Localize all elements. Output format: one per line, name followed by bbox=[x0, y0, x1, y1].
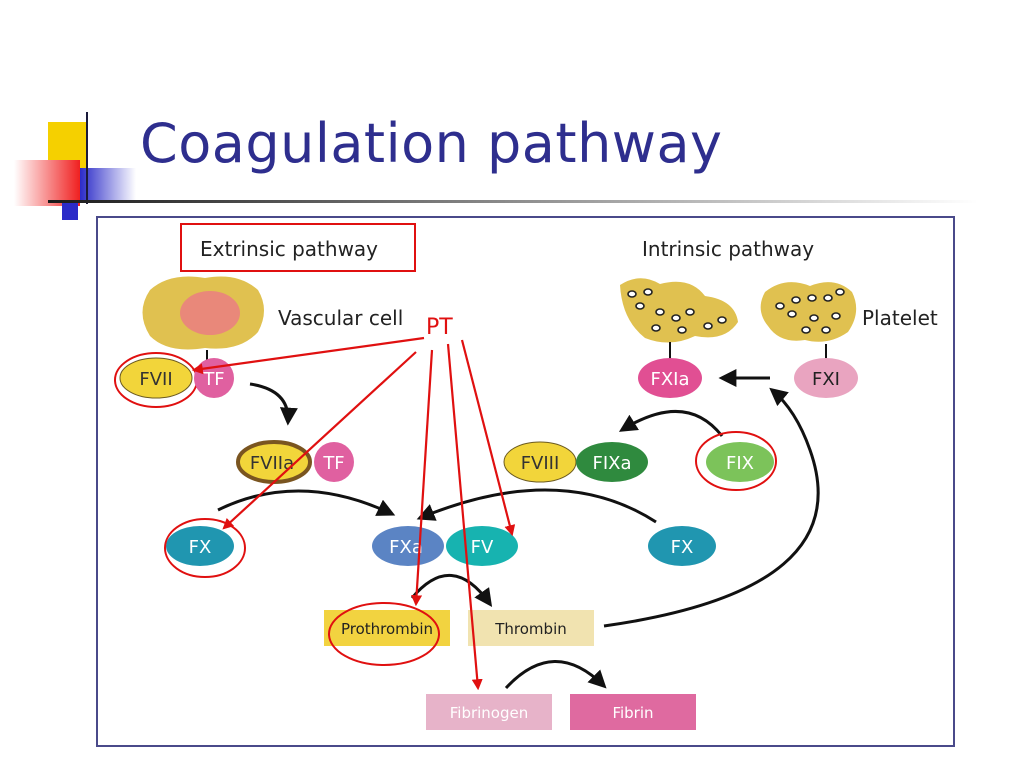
platelet-left-granules bbox=[627, 288, 727, 334]
node-fxi bbox=[794, 358, 858, 398]
node-fix-label: FIX bbox=[726, 453, 754, 474]
deco-blue-small bbox=[62, 200, 78, 220]
platelet-right-granules bbox=[775, 288, 845, 334]
arrow-fix-to-fixa bbox=[618, 410, 724, 437]
arrow-fx-right-to-fxa bbox=[416, 488, 657, 524]
arrow-fx-to-fxa bbox=[217, 489, 396, 516]
vascular-cell-label: Vascular cell bbox=[278, 306, 403, 330]
deco-red-square bbox=[14, 160, 80, 206]
pt-arrow-fx bbox=[222, 351, 417, 530]
node-fvii bbox=[119, 357, 193, 399]
pt-arrow-fvii bbox=[191, 336, 425, 375]
deco-vertical-line bbox=[86, 112, 88, 204]
vascular-cell-nucleus bbox=[180, 291, 240, 335]
node-fixa bbox=[576, 442, 648, 482]
highlight-fx-left bbox=[164, 518, 246, 578]
arrow-tf-to-fviia bbox=[249, 382, 298, 426]
node-fvii-label: FVII bbox=[139, 369, 172, 390]
pt-arrow-fibrinogen bbox=[446, 343, 483, 691]
box-fibrin bbox=[570, 694, 696, 730]
node-fx-right-label: FX bbox=[671, 537, 694, 558]
box-fibrin-label: Fibrin bbox=[612, 704, 653, 722]
node-fxi-label: FXI bbox=[812, 369, 840, 390]
node-tf-1-label: TF bbox=[202, 369, 224, 390]
node-fix bbox=[706, 442, 774, 482]
node-fx-right bbox=[648, 526, 716, 566]
box-fibrinogen bbox=[426, 694, 552, 730]
node-tf-2-label: TF bbox=[322, 453, 344, 474]
intrinsic-header: Intrinsic pathway bbox=[642, 237, 814, 261]
diagram-frame bbox=[96, 216, 955, 747]
node-fviii-label: FVIII bbox=[521, 453, 560, 474]
node-tf-2 bbox=[314, 442, 354, 482]
node-fxa-label: FXa bbox=[389, 537, 423, 558]
node-fx-left bbox=[166, 526, 234, 566]
node-fviia-label: FVIIa bbox=[250, 453, 294, 474]
box-prothrombin-label: Prothrombin bbox=[341, 620, 433, 638]
arrow-prothrombin-to-thrombin bbox=[410, 573, 493, 607]
arrow-thrombin-to-fxi bbox=[603, 387, 820, 628]
page-title: Coagulation pathway bbox=[140, 112, 723, 175]
title-underline bbox=[48, 200, 978, 203]
box-fibrinogen-label: Fibrinogen bbox=[450, 704, 529, 722]
arrow-fibrinogen-to-fibrin bbox=[504, 660, 607, 690]
box-thrombin-label: Thrombin bbox=[494, 620, 567, 638]
node-fx-left-label: FX bbox=[189, 537, 212, 558]
platelet-label: Platelet bbox=[862, 306, 938, 330]
extrinsic-header: Extrinsic pathway bbox=[200, 237, 378, 261]
deco-blue-square bbox=[80, 168, 136, 202]
node-fxa bbox=[372, 526, 444, 566]
pt-label: PT bbox=[426, 315, 453, 340]
highlight-prothrombin bbox=[328, 602, 440, 666]
node-fxia-label: FXIa bbox=[650, 369, 689, 390]
node-fv-label: FV bbox=[471, 537, 494, 558]
box-thrombin bbox=[468, 610, 594, 646]
node-fxia bbox=[638, 358, 702, 398]
extrinsic-header-box bbox=[180, 223, 416, 272]
pt-arrow-prothrombin bbox=[411, 349, 434, 607]
highlight-fix bbox=[695, 431, 777, 491]
pt-arrow-fv bbox=[460, 339, 516, 537]
node-fixa-label: FIXa bbox=[592, 453, 631, 474]
